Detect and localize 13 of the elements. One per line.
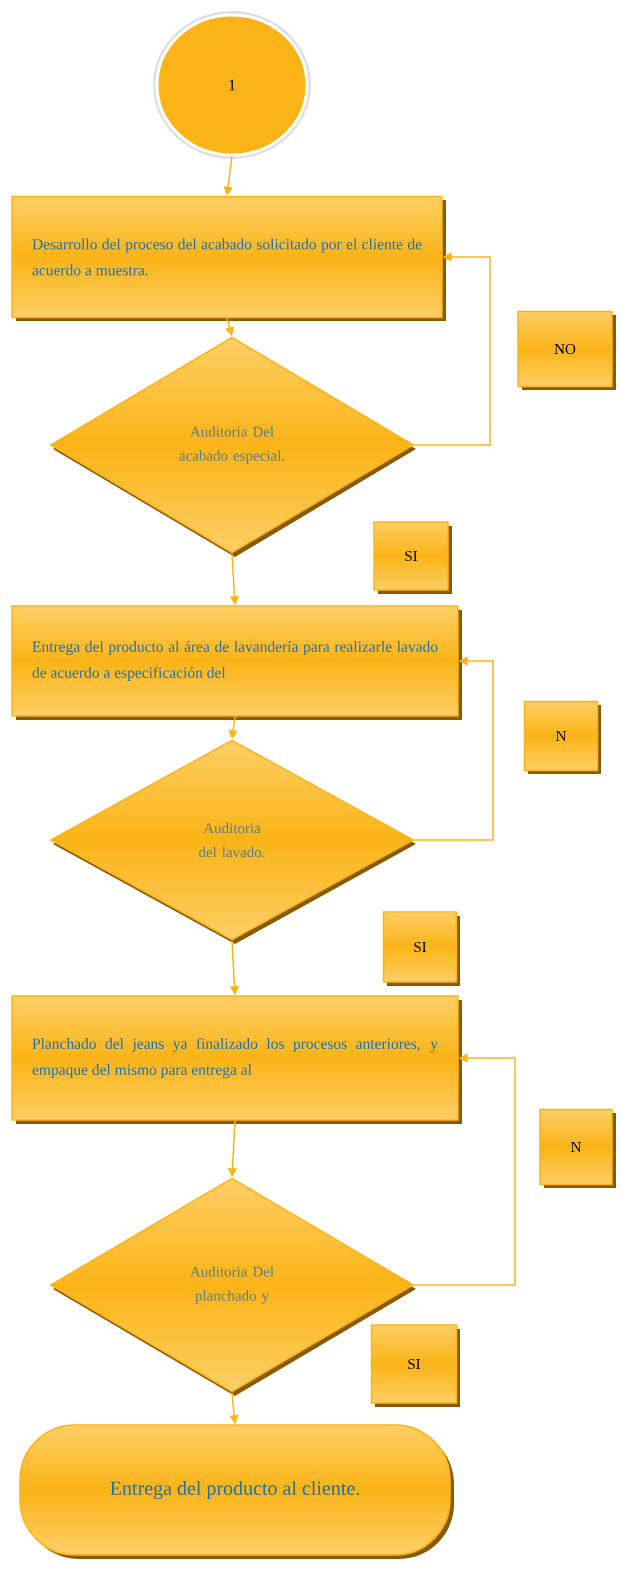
arrow	[413, 252, 491, 446]
answer-box: N	[523, 700, 601, 774]
answer-box: NO	[517, 310, 616, 390]
arrow	[413, 656, 494, 841]
process-box: Entrega del producto al área de lavandería para realizarle lavado de acuerdo a especificación del	[11, 605, 462, 720]
end-terminal: Entrega del producto al cliente.	[19, 1424, 454, 1559]
answer-box: N	[539, 1108, 616, 1188]
answer-box: SI	[373, 521, 452, 594]
answer-box: SI	[382, 911, 460, 986]
process-box: Planchado del jeans ya finalizado los procesos anteriores, y empaque del mismo para entrega al	[11, 995, 462, 1124]
arrow	[413, 1053, 516, 1286]
answer-box: SI	[370, 1324, 460, 1407]
process-box: Desarrollo del proceso del acabado solicitado por el cliente de acuerdo a muestra.	[11, 195, 446, 321]
